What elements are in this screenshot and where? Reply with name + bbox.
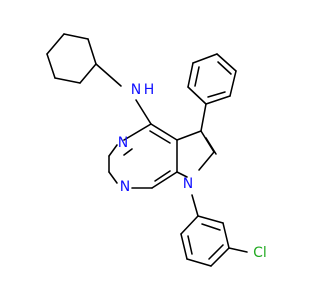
pyrimidine-n3-label: N — [118, 135, 128, 151]
bond — [123, 123, 152, 141]
chlorine-label: Cl — [253, 245, 267, 261]
bond — [200, 103, 207, 132]
bond — [176, 130, 202, 141]
bond — [135, 99, 152, 125]
bond — [191, 194, 199, 217]
bond — [198, 151, 215, 171]
amine-hydrogen-label: H — [144, 82, 155, 98]
bond — [197, 215, 224, 224]
atom-labels: N H N N N Cl — [118, 82, 267, 261]
bond — [154, 170, 171, 182]
bond — [95, 63, 122, 87]
bond — [46, 33, 65, 55]
bond — [187, 62, 194, 88]
molecule-structure: N H N N N Cl — [46, 33, 267, 267]
bond — [222, 222, 230, 249]
bond — [216, 53, 237, 72]
bond — [186, 258, 212, 267]
bond — [207, 91, 226, 98]
bond — [149, 130, 171, 144]
bond — [150, 123, 178, 141]
bonds — [46, 33, 248, 267]
bond — [151, 171, 178, 189]
pyrrole-n7-label: N — [183, 176, 193, 192]
bond — [180, 233, 188, 260]
bond — [192, 53, 218, 64]
bond — [229, 70, 237, 97]
bond — [79, 63, 97, 84]
molecule-canvas: N H N N N Cl — [46, 33, 267, 267]
bond — [187, 235, 193, 255]
bond — [180, 215, 199, 235]
amine-nitrogen-label: N — [131, 82, 141, 98]
bond — [187, 86, 207, 105]
pyrimidine-n1-label: N — [120, 179, 130, 195]
bond — [217, 61, 232, 75]
bond — [63, 33, 89, 40]
bond — [123, 148, 133, 156]
bond — [108, 171, 118, 184]
bond — [205, 95, 231, 105]
bond — [108, 144, 118, 157]
bond — [201, 223, 221, 231]
bond — [46, 53, 56, 79]
bond — [208, 244, 224, 260]
bond — [87, 38, 97, 65]
bond — [176, 171, 188, 178]
bond — [194, 66, 200, 87]
bond — [210, 247, 230, 267]
bond — [228, 247, 248, 253]
bond — [54, 77, 81, 84]
